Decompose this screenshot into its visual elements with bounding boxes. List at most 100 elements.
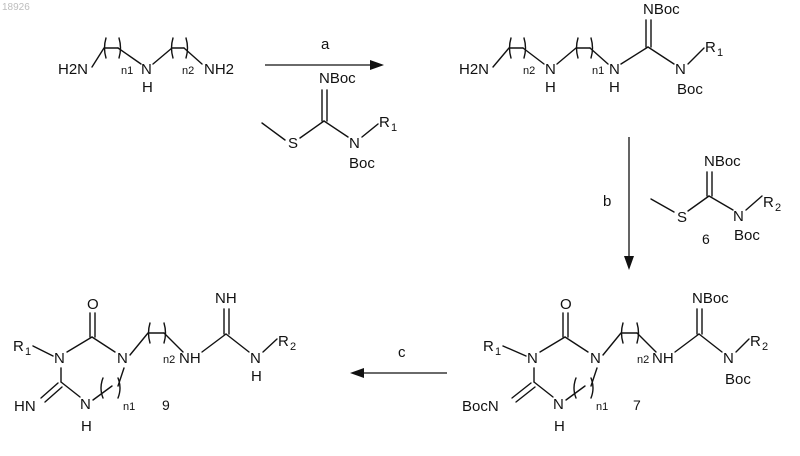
bond	[736, 339, 749, 352]
arrowhead-icon	[370, 60, 384, 70]
bond	[621, 47, 648, 64]
atom-label: NH	[652, 350, 674, 367]
ring-index: n1	[123, 401, 135, 413]
bond	[503, 346, 526, 356]
chain-index: n1	[592, 65, 604, 77]
chain-index: n2	[637, 354, 649, 366]
ring-n1-bracket	[574, 378, 593, 398]
step-label-c: c	[398, 344, 406, 361]
bond	[709, 196, 733, 210]
ring-n1-bracket	[101, 378, 120, 398]
atom-label: R	[278, 333, 289, 350]
intermediate-guanidine: H2N n2 N H n1 N H NBoc N R 1 Boc	[459, 1, 723, 98]
atom-label: N	[590, 350, 601, 367]
ring-bond	[61, 382, 80, 397]
atom-label: H	[142, 79, 153, 96]
bond	[675, 334, 699, 352]
methyl-bond	[262, 123, 285, 140]
atom-label: O	[87, 296, 99, 313]
atom-label: Boc	[725, 371, 751, 388]
bond	[688, 48, 704, 64]
atom-label: S	[288, 135, 298, 152]
ring-bond	[540, 337, 565, 352]
atom-label: R	[13, 338, 24, 355]
arrowhead-icon	[350, 368, 364, 378]
chain-bond	[153, 48, 184, 64]
bond	[362, 124, 378, 137]
atom-label: N	[609, 61, 620, 78]
atom-label: NBoc	[704, 153, 741, 170]
ring-bond	[534, 382, 553, 397]
bond	[33, 346, 53, 356]
atom-label: N	[553, 396, 564, 413]
ring-index: n1	[596, 401, 608, 413]
atom-subscript: 1	[25, 346, 31, 358]
bond	[688, 196, 709, 211]
atom-label: NH	[215, 290, 237, 307]
watermark-text: 18926	[2, 2, 30, 13]
bond	[226, 334, 249, 352]
starting-polyamine: H2N n1 N H n2 NH2	[58, 38, 234, 96]
reagent-isothiourea-r2: NBoc S N R 2 Boc 6	[651, 153, 781, 247]
atom-subscript: 2	[775, 202, 781, 214]
chain-index: n1	[121, 65, 133, 77]
chain-bond	[118, 48, 141, 64]
bond	[648, 47, 674, 64]
atom-label: R	[705, 39, 716, 56]
ring-bond	[591, 368, 597, 386]
chain-bond	[130, 333, 164, 355]
bond	[300, 121, 324, 138]
bond	[324, 121, 348, 137]
bond	[202, 334, 226, 352]
atom-label: H	[81, 418, 92, 435]
atom-label: NH2	[204, 61, 234, 78]
atom-subscript: 2	[762, 341, 768, 353]
atom-subscript: 1	[495, 346, 501, 358]
atom-subscript: 1	[391, 122, 397, 134]
reagent-isothiourea-r1: NBoc S N R 1 Boc	[262, 70, 397, 172]
atom-label: N	[527, 350, 538, 367]
atom-label: R	[483, 338, 494, 355]
chain-bond	[557, 48, 590, 64]
atom-label: N	[54, 350, 65, 367]
chain-bond	[523, 48, 544, 64]
bond	[263, 339, 277, 352]
double-bond	[45, 387, 62, 402]
chain-bond	[603, 333, 637, 355]
step-label-a: a	[321, 36, 330, 53]
atom-label: H	[554, 418, 565, 435]
atom-subscript: 1	[717, 47, 723, 59]
ring-bond	[92, 337, 115, 352]
atom-label: N	[250, 350, 261, 367]
step-label-b: b	[603, 193, 611, 210]
atom-label: N	[141, 61, 152, 78]
chain-index: n2	[523, 65, 535, 77]
atom-label: N	[545, 61, 556, 78]
atom-label: O	[560, 296, 572, 313]
atom-label: HN	[14, 398, 36, 415]
atom-label: NH	[179, 350, 201, 367]
atom-label: R	[763, 194, 774, 211]
atom-label: N	[675, 61, 686, 78]
atom-label: BocN	[462, 398, 499, 415]
ring-bond	[67, 337, 92, 352]
atom-label: NBoc	[643, 1, 680, 18]
methyl-bond	[651, 199, 674, 212]
ring-bond	[118, 368, 124, 386]
atom-label: N	[723, 350, 734, 367]
compound-number: 7	[633, 397, 641, 413]
atom-label: NBoc	[319, 70, 356, 87]
atom-label: N	[117, 350, 128, 367]
compound-number: 9	[162, 397, 170, 413]
atom-label: Boc	[677, 81, 703, 98]
atom-label: H	[545, 79, 556, 96]
double-bond	[41, 383, 58, 398]
atom-label: H2N	[459, 61, 489, 78]
atom-label: Boc	[734, 227, 760, 244]
arrowhead-icon	[624, 256, 634, 270]
atom-label: R	[750, 333, 761, 350]
ring-bond	[565, 337, 588, 352]
double-bond	[516, 387, 535, 402]
atom-label: N	[349, 135, 360, 152]
